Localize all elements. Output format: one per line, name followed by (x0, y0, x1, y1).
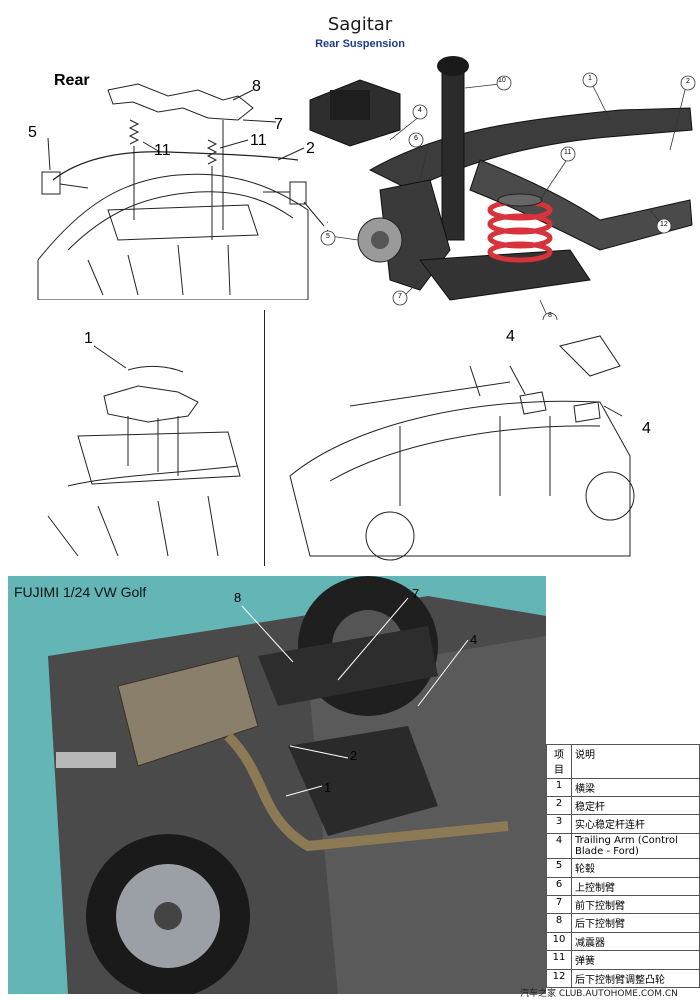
rear-heading: Rear (54, 72, 90, 89)
callout-label: 11 (154, 142, 171, 159)
callout-label: 10 (498, 77, 506, 84)
callout-label: 11 (564, 149, 572, 156)
callout-label: 1 (588, 75, 592, 82)
middle-left-drawing-panel: 1 (8, 306, 264, 566)
legend-desc: 稳定杆 (571, 796, 700, 816)
legend-desc: 上控制臂 (571, 876, 700, 897)
legend-num: 2 (546, 796, 572, 816)
legend-desc: 横梁 (571, 777, 700, 798)
legend-header-desc: 说明 (571, 744, 700, 779)
crossbeam-line-drawing (47, 345, 241, 557)
legend-num: 4 (546, 832, 572, 860)
legend-num: 1 (546, 777, 572, 798)
callout-label: 8 (252, 78, 261, 95)
callout-label: 4 (642, 420, 651, 437)
callout-label: 5 (28, 124, 37, 141)
model-photo-panel: 8 7 4 2 1 (8, 576, 546, 998)
top-left-drawing-panel: Rear 8 7 5 11 11 2 10 (8, 60, 328, 300)
legend-desc: 减震器 (571, 931, 700, 952)
callout-label: 7 (274, 116, 283, 133)
callout-label: 12 (660, 221, 668, 228)
legend-header-row: 项目 说明 (546, 744, 700, 779)
callout-label: 4 (470, 632, 478, 647)
legend-desc: Trailing Arm (Control Blade - Ford) (571, 832, 700, 860)
middle-right-drawing-panel: 4 4 (270, 306, 700, 570)
legend-num: 3 (546, 814, 572, 834)
legend-num: 5 (546, 858, 572, 878)
panel-divider (264, 310, 265, 566)
callout-label: 4 (418, 107, 422, 114)
legend-desc: 前下控制臂 (571, 895, 700, 915)
callout-label: 1 (324, 780, 332, 795)
trailing-arm-line-drawing (289, 335, 635, 561)
callout-label: 8 (234, 590, 242, 605)
callout-label: 2 (686, 78, 690, 85)
legend-num: 12 (546, 968, 572, 989)
photo-caption: FUJIMI 1/24 VW Golf (14, 584, 147, 600)
legend-desc: 弹簧 (571, 950, 700, 970)
callout-label: 4 (506, 328, 515, 345)
legend-num: 6 (546, 876, 572, 897)
callout-label: 2 (306, 140, 315, 157)
legend-num: 8 (546, 913, 572, 933)
legend-desc: 实心稳定杆连杆 (571, 814, 700, 834)
legend-num: 11 (546, 950, 572, 970)
legend-desc: 后下控制臂 (571, 913, 700, 933)
callout-label: 5 (326, 233, 330, 240)
callout-label: 1 (84, 330, 93, 347)
callout-label: 6 (414, 135, 418, 142)
model-underside-photo (48, 576, 546, 998)
callout-label: 7 (398, 293, 402, 300)
legend-header-num: 项目 (546, 744, 572, 779)
legend-desc: 轮毂 (571, 858, 700, 878)
diagram-title: Sagitar (327, 14, 393, 35)
legend-num: 7 (546, 895, 572, 915)
callout-label: 11 (250, 132, 267, 149)
legend-desc: 后下控制臂调整凸轮 (571, 968, 700, 989)
diagram-subtitle: Rear Suspension (315, 38, 405, 50)
callout-label: 10 (326, 218, 328, 236)
callout-label: 2 (350, 748, 358, 763)
top-right-render-panel: 10 1 2 4 6 11 12 5 7 8 (300, 50, 700, 320)
rear-suspension-render (309, 56, 696, 320)
rear-suspension-line-drawing (37, 83, 325, 300)
callout-label: 8 (548, 312, 552, 319)
watermark: 汽车之家 CLUB.AUTOHOME.COM.CN (520, 989, 678, 999)
legend-num: 10 (546, 931, 572, 952)
callout-label: 7 (412, 586, 420, 601)
